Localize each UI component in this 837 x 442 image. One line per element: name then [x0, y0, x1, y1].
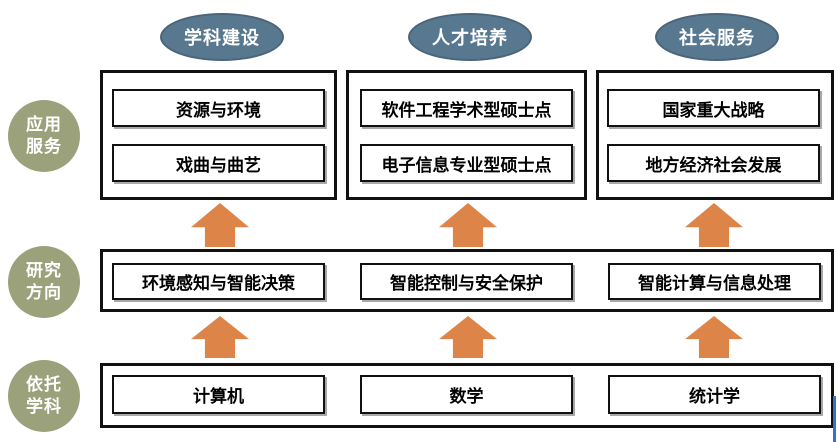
- up-arrow-icon: [685, 203, 743, 247]
- up-arrow-icon: [439, 316, 497, 358]
- row-label-research-direction: 研究 方向: [8, 246, 80, 318]
- up-arrow-icon: [191, 203, 249, 247]
- ellipse-talent-cultivation: 人才培养: [408, 13, 532, 61]
- row-label-line: 研究: [26, 260, 62, 281]
- item-national-strategy: 国家重大战略: [607, 89, 820, 127]
- item-electronic-information-masters: 电子信息专业型硕士点: [360, 144, 573, 182]
- item-opera-quyi: 戏曲与曲艺: [112, 144, 325, 182]
- row-label-line: 服务: [26, 137, 62, 157]
- item-mathematics: 数学: [360, 375, 573, 414]
- item-resources-environment: 资源与环境: [112, 89, 325, 127]
- item-statistics: 统计学: [608, 375, 821, 414]
- item-software-engineering-masters: 软件工程学术型硕士点: [360, 89, 573, 127]
- ellipse-social-service: 社会服务: [655, 13, 779, 61]
- row-label-line: 依托: [26, 374, 62, 395]
- up-arrow-icon: [439, 203, 497, 247]
- item-intelligent-computing-information-processing: 智能计算与信息处理: [608, 263, 821, 300]
- ellipse-discipline-construction: 学科建设: [160, 13, 284, 61]
- row-label-supporting-discipline: 依托 学科: [8, 360, 80, 432]
- up-arrow-icon: [191, 316, 249, 358]
- item-local-economic-social-development: 地方经济社会发展: [607, 144, 820, 182]
- row-label-line: 应用: [26, 114, 62, 135]
- item-intelligent-control-security: 智能控制与安全保护: [360, 263, 573, 300]
- text-cursor-caret: [833, 396, 836, 442]
- item-environment-perception-intelligent-decision: 环境感知与智能决策: [112, 263, 325, 300]
- item-computer-science: 计算机: [112, 375, 325, 414]
- up-arrow-icon: [685, 316, 743, 358]
- row-label-line: 方向: [26, 283, 62, 303]
- row-label-application-service: 应用 服务: [8, 100, 80, 172]
- row-label-line: 学科: [26, 397, 62, 417]
